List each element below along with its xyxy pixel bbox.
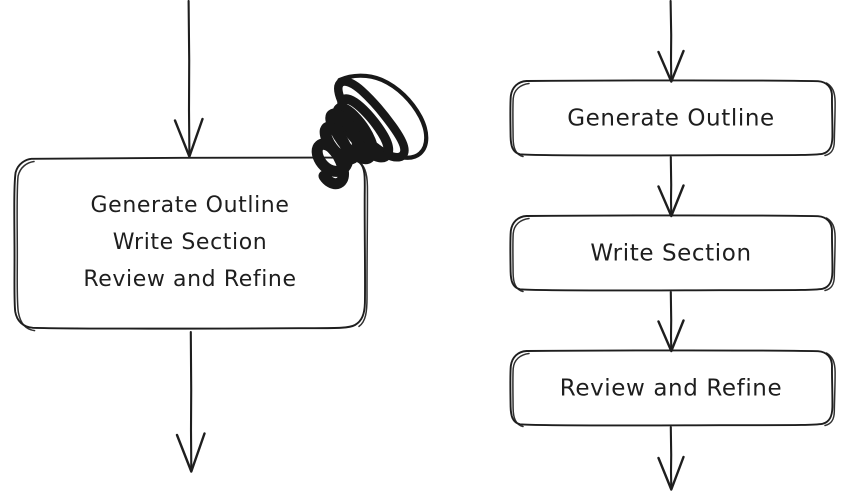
- connector-write-to-review: [657, 290, 685, 353]
- right-panel: Generate Outline Write Section Review an…: [509, 0, 836, 491]
- left-outgoing-arrow: [175, 330, 206, 473]
- right-outgoing-arrow: [657, 425, 685, 491]
- right-incoming-arrow: [657, 0, 685, 83]
- merged-node-line-1: Generate Outline: [91, 193, 290, 218]
- node-label-write-section: Write Section: [590, 241, 751, 267]
- node-box-generate-outline[interactable]: Generate Outline: [509, 79, 836, 158]
- node-box-review-and-refine[interactable]: Review and Refine: [509, 349, 836, 428]
- node-label-review-and-refine: Review and Refine: [560, 376, 782, 402]
- merged-node-line-3: Review and Refine: [83, 267, 296, 292]
- merged-node-label: Generate Outline Write Section Review an…: [83, 193, 296, 292]
- node-label-generate-outline: Generate Outline: [567, 106, 775, 132]
- connector-generate-to-write: [657, 155, 685, 218]
- node-box-write-section[interactable]: Write Section: [509, 214, 836, 293]
- scribble-annotation: [311, 73, 429, 190]
- left-panel: Generate Outline Write Section Review an…: [13, 0, 429, 473]
- merged-node-line-2: Write Section: [113, 230, 268, 255]
- left-incoming-arrow: [173, 0, 204, 158]
